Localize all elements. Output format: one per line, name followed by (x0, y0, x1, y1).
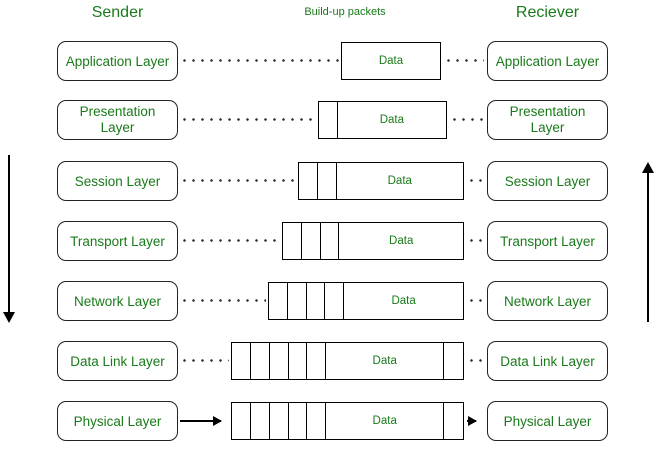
packet-header-cell (319, 102, 338, 138)
packet-header-cell (307, 403, 327, 439)
packet-header-cell (269, 283, 288, 319)
sender-flow-arrow-down (4, 155, 14, 323)
packet-header-cell (232, 403, 251, 439)
sender-layer-box-2[interactable]: Session Layer (57, 161, 178, 201)
receiver-connector-dots-2 (467, 179, 484, 182)
packet-header-cell (288, 283, 307, 319)
packet-header-cell (318, 163, 337, 199)
packet-header-cell (251, 343, 270, 379)
receiver-connector-dots-1 (450, 118, 484, 121)
packet-4: Data (268, 282, 464, 320)
sender-connector-dots-1 (180, 118, 316, 121)
packet-header-cell (321, 223, 340, 259)
receiver-layer-label: Network Layer (503, 293, 592, 309)
sender-layer-label: Session Layer (74, 173, 161, 189)
packet-1: Data (318, 101, 447, 139)
receiver-flow-arrow-up (643, 162, 653, 322)
sender-connector-arrow-6 (180, 416, 222, 425)
receiver-layer-box-0[interactable]: Application Layer (487, 41, 608, 81)
sender-layer-box-3[interactable]: Transport Layer (57, 221, 178, 261)
packet-header-cell (283, 223, 302, 259)
sender-layer-box-1[interactable]: Presentation Layer (57, 100, 178, 140)
packet-header-cell (270, 343, 289, 379)
receiver-layer-label: Data Link Layer (500, 353, 595, 369)
sender-layer-label: Application Layer (65, 53, 170, 69)
receiver-connector-arrow-6 (467, 416, 477, 425)
sender-layer-box-0[interactable]: Application Layer (57, 41, 178, 81)
packet-trailer-cell (444, 403, 463, 439)
sender-connector-dots-4 (180, 299, 266, 302)
packet-data-cell: Data (389, 235, 414, 247)
sender-layer-label: Network Layer (73, 293, 162, 309)
receiver-layer-label: Session Layer (504, 173, 591, 189)
packet-header-cell (289, 403, 308, 439)
sender-layer-box-6[interactable]: Physical Layer (57, 401, 178, 441)
packet-header-cell (302, 223, 321, 259)
receiver-layer-label: Application Layer (495, 53, 600, 69)
packet-data-cell: Data (379, 114, 404, 126)
receiver-heading: Reciever (515, 4, 580, 21)
packet-data-cell: Data (326, 343, 445, 379)
packet-data-cell: Data (378, 55, 404, 67)
packet-header-cell (307, 283, 326, 319)
receiver-connector-dots-0 (444, 59, 484, 62)
packet-data-cell: Data (391, 295, 416, 307)
build-up-packets-heading: Build-up packets (304, 6, 386, 18)
receiver-layer-box-4[interactable]: Network Layer (487, 281, 608, 321)
packet-6: Data (231, 402, 464, 440)
receiver-layer-box-2[interactable]: Session Layer (487, 161, 608, 201)
packet-trailer-cell (444, 343, 463, 379)
packet-header-cell (299, 163, 318, 199)
packet-header-cell (325, 283, 345, 319)
receiver-layer-box-6[interactable]: Physical Layer (487, 401, 608, 441)
sender-layer-label: Presentation Layer (79, 104, 156, 135)
sender-layer-label: Physical Layer (73, 413, 162, 429)
sender-connector-dots-0 (180, 59, 339, 62)
sender-connector-dots-5 (180, 359, 229, 362)
packet-data-cell: Data (387, 175, 412, 187)
receiver-connector-dots-3 (467, 239, 484, 242)
receiver-connector-dots-5 (467, 359, 484, 362)
packet-header-cell (270, 403, 289, 439)
sender-layer-box-5[interactable]: Data Link Layer (57, 341, 178, 381)
receiver-layer-label: Presentation Layer (509, 104, 586, 135)
receiver-connector-dots-4 (467, 299, 484, 302)
packet-header-cell (307, 343, 327, 379)
receiver-layer-label: Physical Layer (503, 413, 592, 429)
receiver-layer-box-1[interactable]: Presentation Layer (487, 100, 608, 140)
sender-layer-label: Transport Layer (70, 233, 165, 249)
sender-connector-dots-3 (180, 239, 280, 242)
receiver-layer-box-5[interactable]: Data Link Layer (487, 341, 608, 381)
packet-5: Data (231, 342, 464, 380)
receiver-layer-label: Transport Layer (500, 233, 595, 249)
packet-0: Data (341, 42, 441, 80)
packet-data-cell: Data (326, 403, 445, 439)
sender-heading: Sender (91, 4, 144, 21)
sender-layer-label: Data Link Layer (70, 353, 165, 369)
receiver-layer-box-3[interactable]: Transport Layer (487, 221, 608, 261)
packet-2: Data (298, 162, 464, 200)
packet-header-cell (289, 343, 308, 379)
packet-header-cell (251, 403, 270, 439)
packet-3: Data (282, 222, 464, 260)
sender-layer-box-4[interactable]: Network Layer (57, 281, 178, 321)
packet-header-cell (232, 343, 251, 379)
sender-connector-dots-2 (180, 179, 296, 182)
